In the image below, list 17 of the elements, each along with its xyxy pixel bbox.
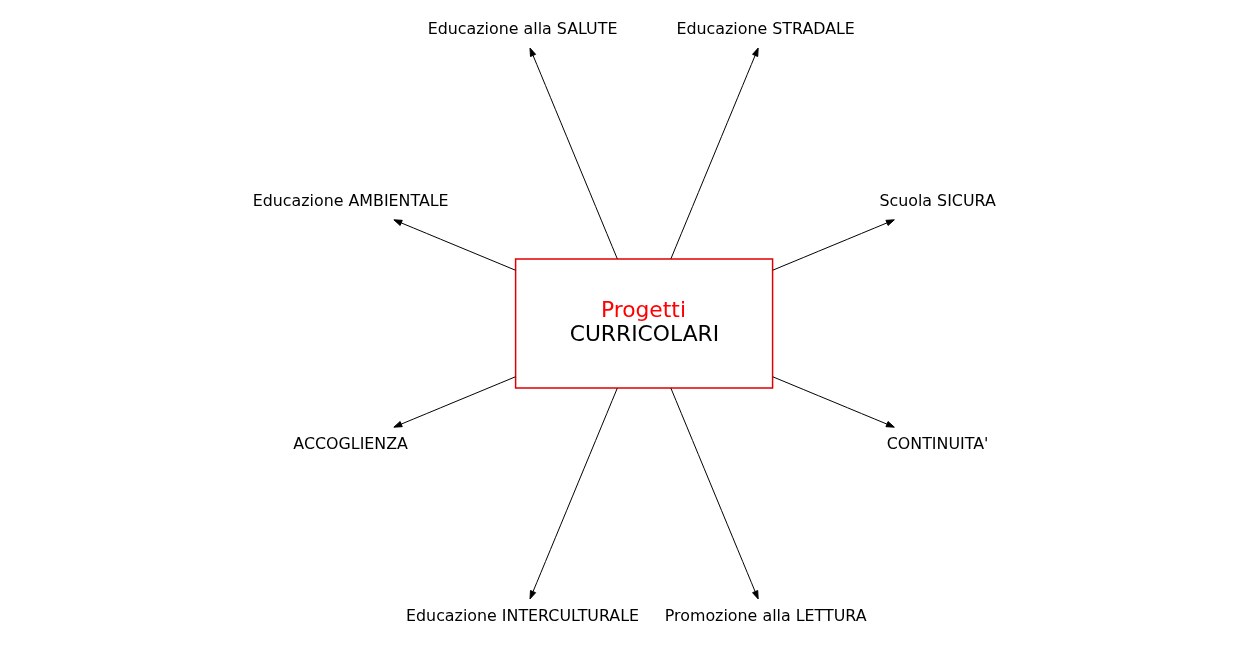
node-text: Educazione alla SALUTE [427, 18, 618, 38]
arrow [393, 219, 516, 271]
node-text: ACCOGLIENZA [293, 433, 408, 453]
arrow [529, 47, 618, 260]
node-text: Promozione alla LETTURA [664, 605, 867, 625]
arrow [772, 376, 895, 428]
arrow [529, 387, 618, 600]
arrow [393, 376, 516, 428]
arrow [772, 219, 895, 271]
arrow [670, 387, 759, 600]
node-box: Progetti CURRICOLARI [514, 258, 774, 389]
node-text: Scuola SICURA [879, 190, 996, 210]
node-text: CONTINUITA' [886, 433, 989, 453]
node-text: Educazione STRADALE [676, 18, 855, 38]
node-text: Educazione INTERCULTURALE [406, 605, 640, 625]
node-text: Educazione AMBIENTALE [252, 190, 449, 210]
arrow [670, 47, 759, 260]
